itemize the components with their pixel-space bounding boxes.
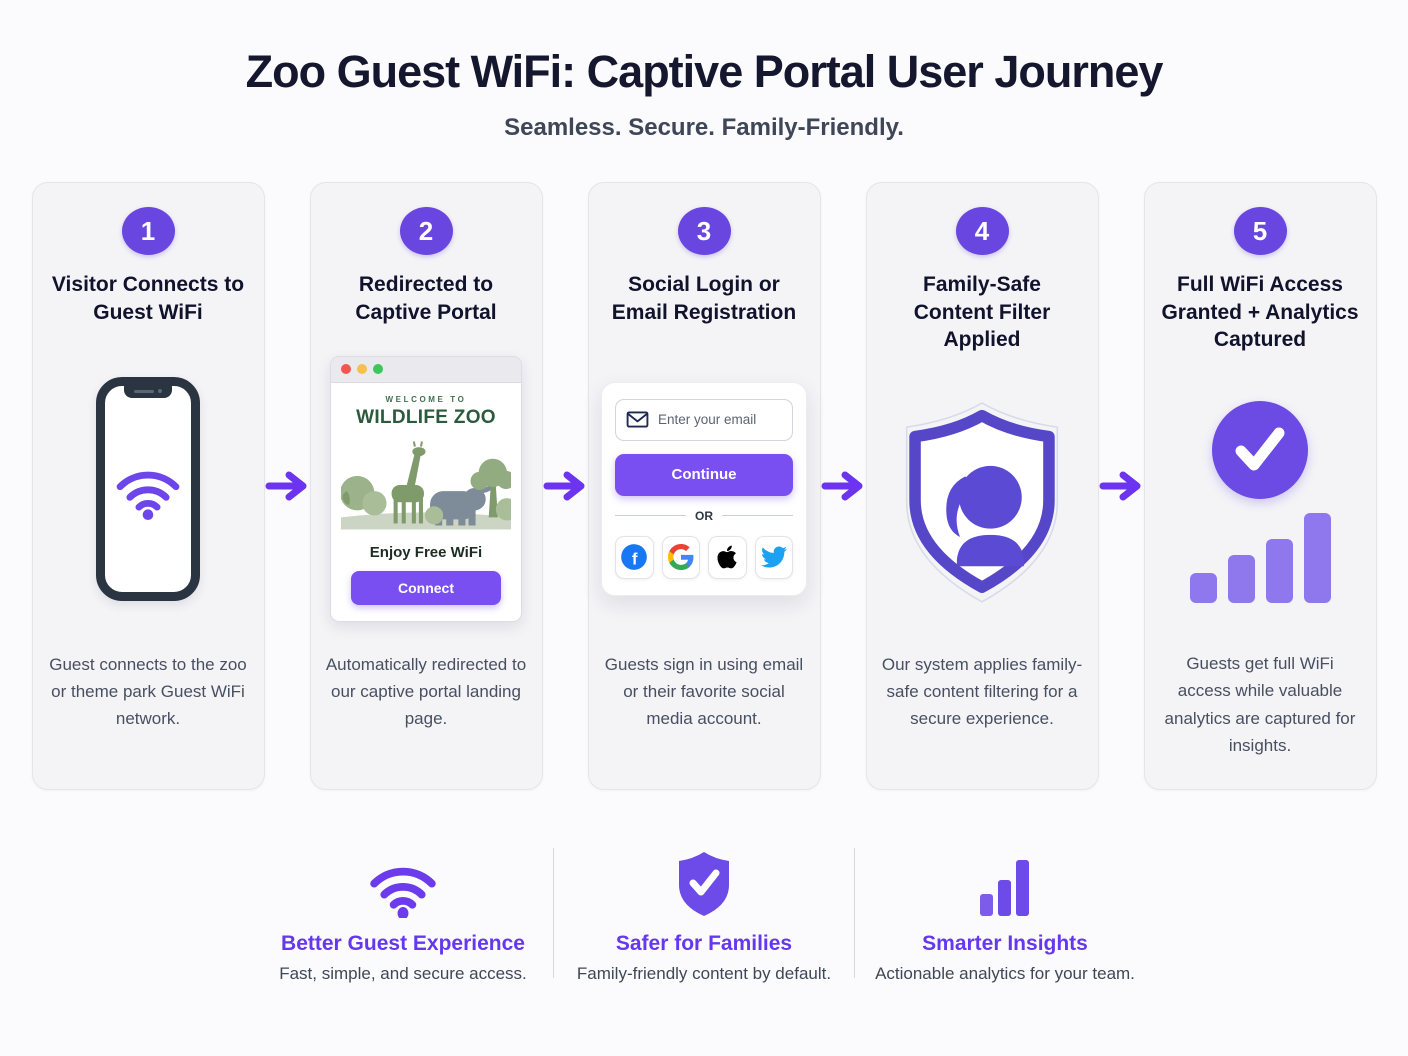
wifi-icon (116, 471, 180, 520)
captive-portal-mockup: WELCOME TO WILDLIFE ZOO (330, 355, 522, 622)
arrow-right-icon (543, 471, 585, 501)
shield-girl-icon (905, 401, 1059, 603)
smartphone-icon (96, 376, 200, 601)
zoo-animals-illustration (339, 441, 519, 530)
step-number-badge: 2 (399, 207, 453, 255)
step-card-1: 1 Visitor Connects to Guest WiFi Guest c… (31, 182, 265, 790)
step-title: Redirected to Captive Portal (355, 273, 497, 324)
email-input[interactable] (658, 412, 782, 428)
step-description: Automatically redirected to our captive … (325, 655, 527, 729)
arrow-right-icon (1099, 471, 1141, 501)
apple-icon (717, 545, 737, 569)
analytics-bars-icon (1189, 513, 1331, 604)
flow-arrow (265, 182, 310, 790)
step-number-badge: 1 (121, 207, 175, 255)
google-login-button[interactable] (661, 535, 700, 579)
step-card-4: 4 Family-Safe Content Filter Applied Our… (865, 182, 1099, 790)
step-5-visual (1159, 354, 1362, 650)
shield-check-icon (679, 852, 729, 916)
journey-steps: 1 Visitor Connects to Guest WiFi Guest c… (0, 182, 1408, 790)
bar-chart-icon (980, 860, 1029, 916)
google-icon (667, 544, 694, 571)
vertical-divider (553, 848, 554, 978)
or-divider: OR (615, 509, 793, 523)
portal-eyebrow: WELCOME TO (385, 394, 467, 404)
apple-login-button[interactable] (708, 535, 747, 579)
step-1-visual (47, 326, 250, 651)
benefits-section: Better Guest Experience Fast, simple, an… (0, 842, 1408, 984)
step-number-badge: 3 (677, 207, 731, 255)
flow-arrow (821, 182, 866, 790)
benefit-smarter-insights: Smarter Insights Actionable analytics fo… (855, 842, 1155, 984)
facebook-login-button[interactable]: f (615, 535, 654, 579)
envelope-icon (626, 411, 649, 428)
close-window-icon (341, 364, 351, 375)
phone-notch (124, 384, 172, 398)
step-title: Visitor Connects to Guest WiFi (51, 273, 245, 324)
email-field[interactable] (615, 398, 793, 441)
or-label: OR (695, 508, 713, 523)
benefit-safer-families: Safer for Families Family-friendly conte… (554, 842, 854, 984)
flow-arrow (543, 182, 588, 790)
step-description: Guests sign in using email or their favo… (604, 655, 804, 729)
benefit-description: Family-friendly content by default. (576, 964, 832, 983)
connect-button[interactable]: Connect (351, 570, 501, 605)
benefit-title: Safer for Families (615, 932, 793, 955)
benefit-title: Better Guest Experience (281, 932, 525, 955)
wifi-icon (370, 867, 436, 918)
step-title: Full WiFi Access Granted + Analytics Cap… (1161, 273, 1359, 352)
minimize-window-icon (357, 364, 367, 375)
step-2-visual: WELCOME TO WILDLIFE ZOO (325, 326, 528, 651)
benefit-title: Smarter Insights (922, 932, 1088, 955)
step-description: Guest connects to the zoo or theme park … (49, 655, 247, 729)
continue-button[interactable]: Continue (615, 453, 793, 496)
check-circle-icon (1212, 401, 1308, 500)
step-card-2: 2 Redirected to Captive Portal WELCOME T… (309, 182, 543, 790)
step-title: Social Login or Email Registration (611, 273, 797, 324)
page-title: Zoo Guest WiFi: Captive Portal User Jour… (245, 46, 1164, 97)
page-header: Zoo Guest WiFi: Captive Portal User Jour… (0, 0, 1408, 142)
maximize-window-icon (373, 364, 383, 375)
step-number-badge: 5 (1233, 207, 1287, 255)
step-card-5: 5 Full WiFi Access Granted + Analytics C… (1143, 182, 1377, 790)
vertical-divider (854, 848, 855, 978)
portal-brand: WILDLIFE ZOO (356, 406, 496, 428)
step-3-visual: Continue OR f (601, 326, 807, 651)
benefit-guest-experience: Better Guest Experience Fast, simple, an… (253, 842, 553, 984)
step-4-visual (881, 354, 1084, 651)
benefit-description: Fast, simple, and secure access. (279, 964, 527, 983)
page-subtitle: Seamless. Secure. Family-Friendly. (504, 114, 904, 141)
step-description: Our system applies family-safe content f… (881, 655, 1083, 729)
browser-titlebar (331, 356, 521, 383)
step-number-badge: 4 (955, 207, 1009, 255)
arrow-right-icon (821, 471, 863, 501)
step-card-3: 3 Social Login or Email Registration Con… (587, 182, 821, 790)
arrow-right-icon (265, 471, 307, 501)
twitter-icon (760, 546, 787, 568)
step-title: Family-Safe Content Filter Applied (913, 273, 1051, 352)
portal-tagline: Enjoy Free WiFi (369, 543, 483, 561)
benefit-description: Actionable analytics for your team. (875, 964, 1135, 983)
twitter-login-button[interactable] (754, 535, 793, 579)
facebook-icon: f (621, 544, 648, 571)
login-form-mockup: Continue OR f (601, 381, 807, 596)
svg-text:f: f (632, 550, 638, 569)
step-description: Guests get full WiFi access while valuab… (1164, 654, 1356, 755)
flow-arrow (1099, 182, 1144, 790)
